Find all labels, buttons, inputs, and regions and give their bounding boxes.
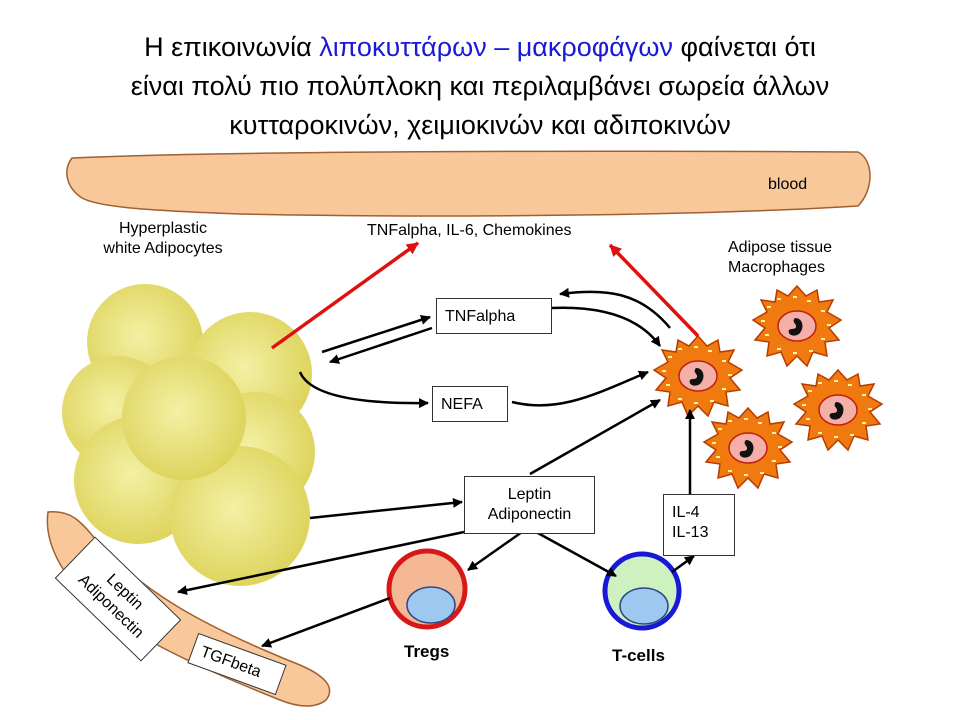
tnfalpha-box: TNFalpha xyxy=(436,298,552,334)
macrophage xyxy=(752,285,842,367)
nefa-to-macrophage-arrow xyxy=(511,370,649,407)
blood-vessel xyxy=(66,150,871,217)
leptin-to-tissue-arrow xyxy=(177,530,465,596)
title-line-1-end: φαίνεται ότι xyxy=(672,32,816,62)
macrophage-cluster xyxy=(653,285,883,489)
adipocytes-label-line-2: white Adipocytes xyxy=(103,240,223,257)
macrophages-label: Adipose tissue Macrophages xyxy=(728,238,832,278)
leptin-to-tcells-arrow xyxy=(535,530,617,578)
leptin-text: Leptin xyxy=(507,486,552,503)
il-box: IL-4 IL-13 xyxy=(663,494,735,556)
adipocytes-label-line-1: Hyperplastic xyxy=(118,220,208,237)
adiponectin-text: Adiponectin xyxy=(487,506,572,523)
red-arrows xyxy=(270,241,700,350)
il13-text: IL-13 xyxy=(672,524,709,541)
adipocyte-to-leptin-arrow xyxy=(309,497,463,520)
macrophage-to-tnfalpha-arrow xyxy=(559,287,671,329)
adipocyte xyxy=(122,356,246,480)
title-line-1: Η επικοινωνία λιποκυττάρων – μακροφάγων … xyxy=(0,28,960,67)
slide-title: Η επικοινωνία λιποκυττάρων – μακροφάγων … xyxy=(0,28,960,145)
tnfalpha-to-macrophage-arrow xyxy=(551,306,662,347)
blood-label: blood xyxy=(768,176,808,193)
title-highlight: λιποκυττάρων – μακροφάγων xyxy=(319,32,673,62)
tcell-cell xyxy=(602,551,682,631)
macrophage xyxy=(703,407,793,489)
nefa-box: NEFA xyxy=(432,386,508,422)
leptin-to-tregs-arrow xyxy=(467,530,523,572)
macrophage-secretion-arrow xyxy=(608,243,700,338)
macrophage xyxy=(793,369,883,451)
tregs-label: Tregs xyxy=(404,642,450,661)
macrophage xyxy=(653,335,743,417)
title-line-3: κυτταροκινών, χειμιοκινών και αδιποκινών xyxy=(229,110,731,140)
adipocyte-to-tnfalpha-arrow xyxy=(321,315,431,354)
macrophages-label-line-2: Macrophages xyxy=(728,259,825,276)
tcells-label: T-cells xyxy=(612,646,665,665)
adipocyte-secretion-arrow xyxy=(270,241,420,350)
adipocyte-to-nefa-arrow xyxy=(298,371,429,409)
black-arrows xyxy=(177,287,695,648)
title-line-2: είναι πολύ πιο πολύπλοκη και περιλαμβάνε… xyxy=(130,71,830,101)
leptin-adiponectin-box: Leptin Adiponectin xyxy=(464,476,595,534)
treg-cell xyxy=(386,548,468,630)
adipocyte xyxy=(170,446,310,586)
title-line-1-start: Η επικοινωνία xyxy=(144,32,320,62)
leptin-to-macrophage-arrow xyxy=(529,398,661,476)
secreted-factors-label: TNFalpha, IL-6, Chemokines xyxy=(367,222,572,239)
tregs-to-tgfbeta-arrow xyxy=(261,596,391,648)
tcells-to-il-arrow xyxy=(671,554,695,574)
tnfalpha-to-adipocyte-arrow xyxy=(329,326,433,364)
adipocytes-label: Hyperplastic white Adipocytes xyxy=(80,219,246,259)
macrophages-label-line-1: Adipose tissue xyxy=(728,239,833,256)
il4-text: IL-4 xyxy=(672,504,700,521)
